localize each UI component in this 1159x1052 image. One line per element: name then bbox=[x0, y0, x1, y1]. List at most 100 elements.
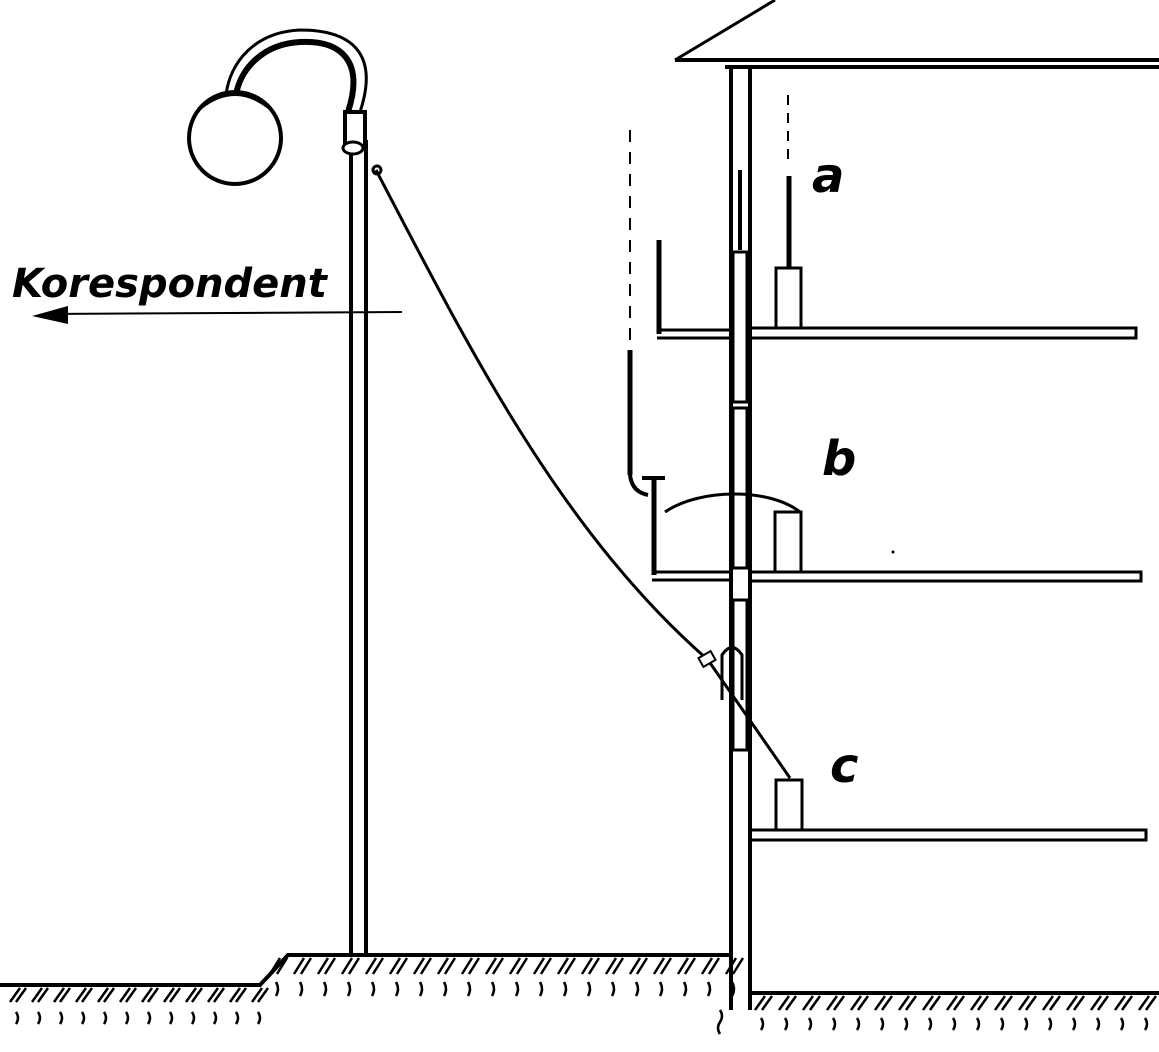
ground-hatch-mark bbox=[234, 1011, 240, 1025]
ground-hatch-mark bbox=[1071, 1017, 1077, 1031]
ground-hatch-mark bbox=[484, 957, 505, 975]
ground-hatch-mark bbox=[706, 981, 712, 997]
ground-hatch-mark bbox=[1023, 1017, 1029, 1031]
ground-hatch-mark bbox=[460, 957, 481, 975]
ground-hatch-mark bbox=[52, 987, 72, 1003]
ground-hatch-mark bbox=[96, 987, 116, 1003]
ground-hatch-mark bbox=[975, 1017, 981, 1031]
ground-hatch-mark bbox=[999, 1017, 1005, 1031]
ground-hatch-mark bbox=[168, 1011, 174, 1025]
ground-hatch-mark bbox=[580, 957, 601, 975]
ground-hatch-mark bbox=[250, 987, 270, 1003]
ground-hatch-mark bbox=[855, 1017, 861, 1031]
ground-hatch-mark bbox=[716, 1009, 724, 1035]
ground-hatch-mark bbox=[700, 957, 721, 975]
ground-hatch-mark bbox=[118, 987, 138, 1003]
direction-indicator: Korespondent bbox=[12, 261, 403, 324]
ground-hatch-mark bbox=[759, 1017, 765, 1031]
ground-hatch-mark bbox=[370, 981, 376, 997]
ground-hatch-mark bbox=[753, 995, 774, 1011]
ground-hatch-mark bbox=[1095, 1017, 1101, 1031]
ground-hatch-mark bbox=[927, 1017, 933, 1031]
ground-hatch-mark bbox=[316, 957, 337, 975]
ground-hatch-mark bbox=[206, 987, 226, 1003]
ground-hatch-mark bbox=[1065, 995, 1086, 1011]
ground-hatch-mark bbox=[30, 987, 50, 1003]
ground-hatch-mark bbox=[228, 987, 248, 1003]
ground-hatch-mark bbox=[256, 1011, 262, 1025]
street-lamp bbox=[187, 28, 383, 955]
building bbox=[652, 0, 1159, 1010]
arrow-left-icon bbox=[32, 306, 68, 324]
ground-hatch-mark bbox=[102, 1011, 108, 1025]
ground-hatch-mark bbox=[80, 1011, 86, 1025]
ground-hatch-mark bbox=[298, 981, 304, 997]
ground-hatch-mark bbox=[831, 1017, 837, 1031]
ground-hatch-mark bbox=[490, 981, 496, 997]
ground-hatch-mark bbox=[58, 1011, 64, 1025]
ground-hatch-mark bbox=[162, 987, 182, 1003]
ground-hatch-mark bbox=[212, 1011, 218, 1025]
down-lead-wire bbox=[374, 169, 792, 779]
ground-hatch-mark bbox=[682, 981, 688, 997]
ground-hatch-mark bbox=[292, 957, 313, 975]
ground-hatch-mark bbox=[873, 995, 894, 1011]
ground-hatch-mark bbox=[418, 981, 424, 997]
ground-hatch-mark bbox=[8, 987, 28, 1003]
ground-hatch-mark bbox=[394, 981, 400, 997]
wire-clip bbox=[697, 649, 717, 669]
ground-hatch-mark bbox=[346, 981, 352, 997]
ground-hatch-mark bbox=[604, 957, 625, 975]
ground-hatch-mark bbox=[1089, 995, 1110, 1011]
ground-hatch-mark bbox=[508, 957, 529, 975]
ground-hatch-mark bbox=[36, 1011, 42, 1025]
ground-hatch-mark bbox=[879, 1017, 885, 1031]
ground-hatch-mark bbox=[562, 981, 568, 997]
ground-hatch-mark bbox=[514, 981, 520, 997]
ground-hatch-mark bbox=[628, 957, 649, 975]
ground-hatch-mark bbox=[1047, 1017, 1053, 1031]
ground-hatch-mark bbox=[1143, 1017, 1149, 1031]
ground-hatch-mark bbox=[969, 995, 990, 1011]
ground-hatch-mark bbox=[807, 1017, 813, 1031]
label-c: c bbox=[830, 738, 858, 794]
ground-hatch-mark bbox=[1137, 995, 1158, 1011]
ground-hatch-mark bbox=[388, 957, 409, 975]
ground-hatch-mark bbox=[412, 957, 433, 975]
ground-hatch-mark bbox=[951, 1017, 957, 1031]
ground-hatch-mark bbox=[586, 981, 592, 997]
ground-hatch-mark bbox=[322, 981, 328, 997]
ground-hatch-mark bbox=[146, 1011, 152, 1025]
ground-hatch-mark bbox=[184, 987, 204, 1003]
ground-hatch-mark bbox=[74, 987, 94, 1003]
ground-hatch-mark bbox=[274, 981, 280, 997]
ground-hatch-mark bbox=[1113, 995, 1134, 1011]
ground-hatch-mark bbox=[124, 1011, 130, 1025]
receiver-a bbox=[774, 266, 803, 330]
ground-hatch-mark bbox=[268, 957, 289, 975]
ground-hatch-mark bbox=[532, 957, 553, 975]
antenna-floor-a bbox=[656, 95, 803, 334]
label-a: a bbox=[812, 148, 844, 204]
receiver-c bbox=[774, 778, 804, 832]
antenna-floor-c bbox=[720, 646, 804, 832]
ground-hatch-mark bbox=[1017, 995, 1038, 1011]
ground-hatch-mark bbox=[945, 995, 966, 1011]
ground-hatch-mark bbox=[903, 1017, 909, 1031]
ground-hatch-mark bbox=[538, 981, 544, 997]
ground bbox=[0, 953, 1159, 1035]
ground-hatch-mark bbox=[658, 981, 664, 997]
ground-hatch-mark bbox=[140, 987, 160, 1003]
ground-hatch-mark bbox=[849, 995, 870, 1011]
ground-hatch-mark bbox=[652, 957, 673, 975]
direction-label: Korespondent bbox=[12, 261, 329, 307]
ground-hatch-mark bbox=[14, 1011, 20, 1025]
ground-hatch-mark bbox=[634, 981, 640, 997]
ground-hatch-mark bbox=[724, 957, 745, 975]
ground-hatch-mark bbox=[364, 957, 385, 975]
ground-hatch-mark bbox=[921, 995, 942, 1011]
ground-hatch-mark bbox=[466, 981, 472, 997]
ground-hatch-mark bbox=[610, 981, 616, 997]
